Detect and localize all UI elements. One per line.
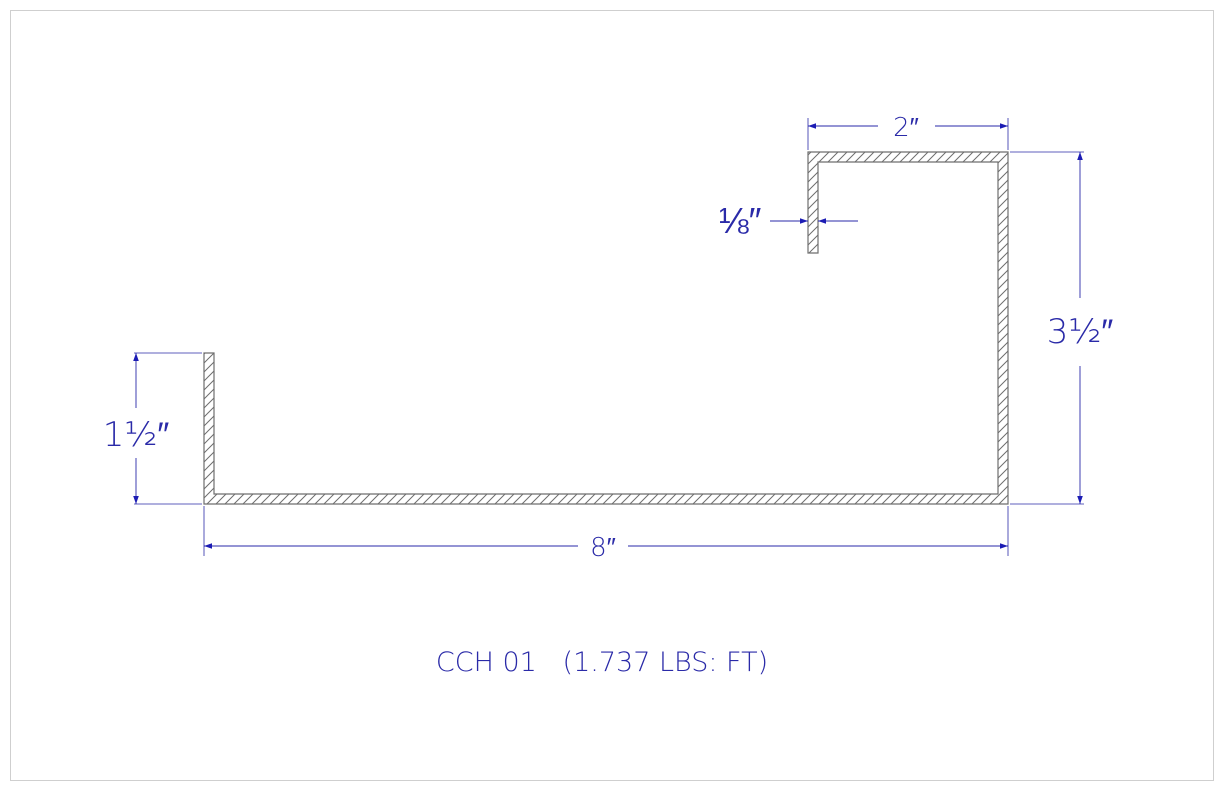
- sheet-border: [10, 10, 1214, 781]
- dimension-left-height-label: 1½″: [103, 415, 170, 455]
- dimension-bottom-width-label: 8″: [590, 533, 616, 563]
- dimension-right-height-label: 3½″: [1047, 312, 1114, 352]
- dimension-thickness-label: ⅛″: [719, 201, 762, 242]
- profile-outline: [203, 151, 1009, 505]
- drawing-caption: CCH 01 (1.737 LBS: FT): [436, 647, 768, 678]
- extension-lines: [134, 118, 1084, 556]
- dimension-top-width-label: 2″: [893, 113, 919, 143]
